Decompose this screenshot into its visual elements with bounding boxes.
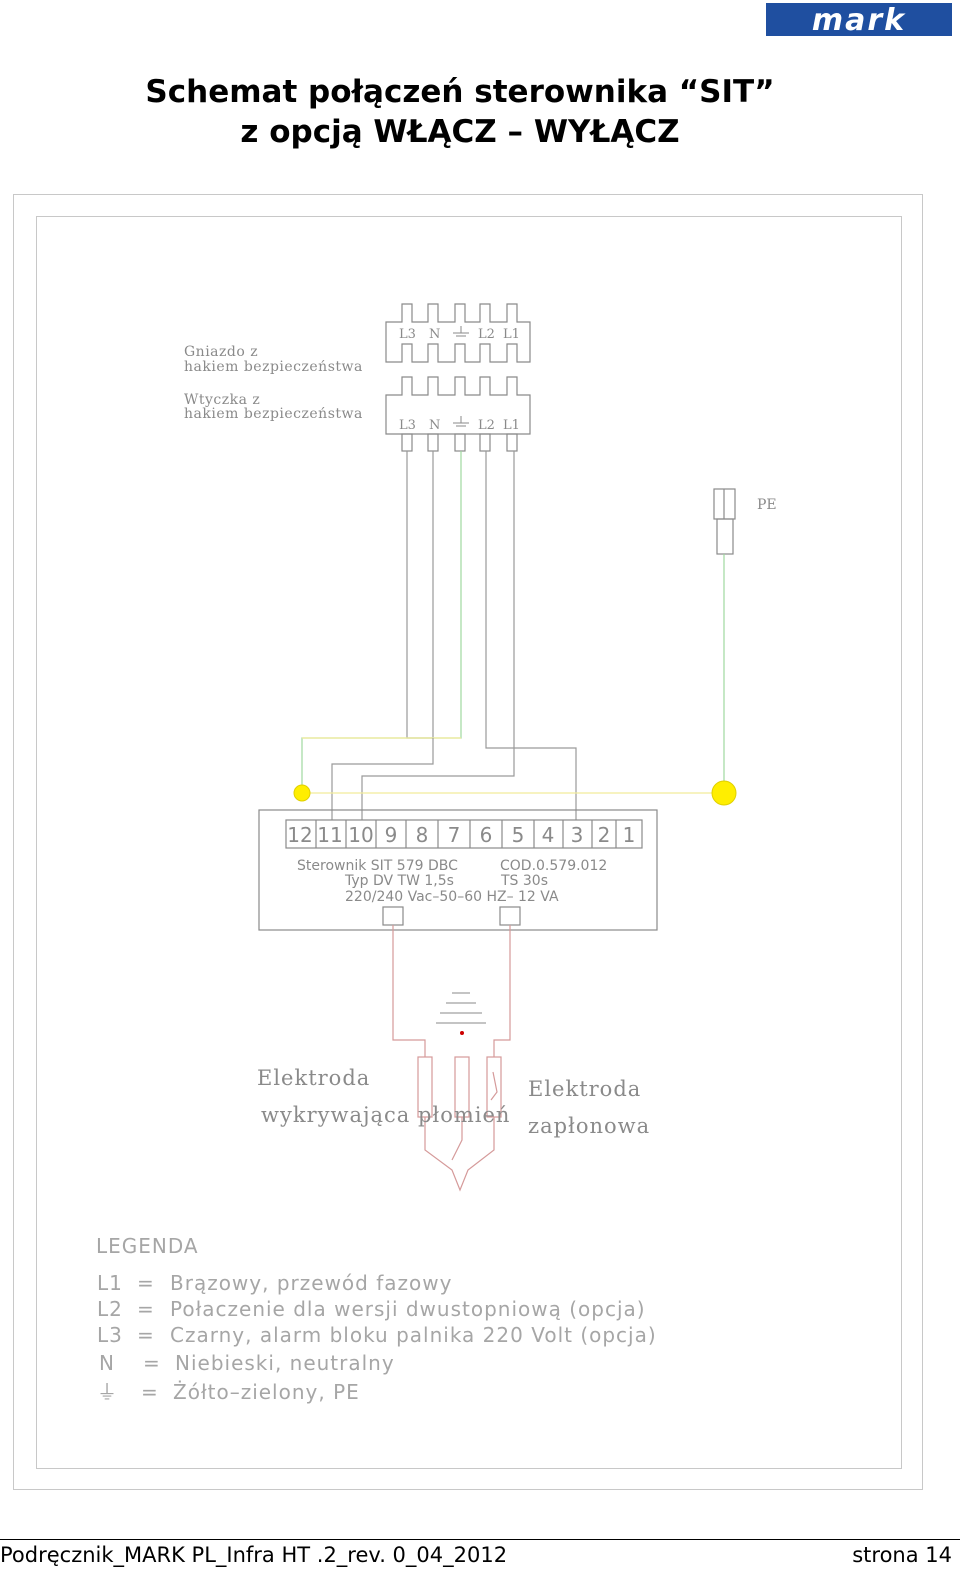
electrode-ignite-line2: zapłonowa xyxy=(528,1114,650,1138)
terminal-7: 7 xyxy=(448,823,461,847)
terminal-5: 5 xyxy=(512,823,525,847)
wire-l2-to-terminal-3 xyxy=(485,451,577,820)
socket-label-line2: hakiem bezpieczeństwa xyxy=(184,359,363,375)
electrode-junction-dot xyxy=(460,1031,464,1035)
page-title: Schemat połączeń sterownika “SIT” z opcj… xyxy=(0,72,920,152)
terminal-1: 1 xyxy=(623,823,636,847)
plug-pin-l2: L2 xyxy=(478,418,495,433)
safety-plug xyxy=(385,376,531,452)
drawing-frame-inner xyxy=(36,216,902,1469)
terminal-10: 10 xyxy=(348,823,373,847)
legend-eq-n: = xyxy=(143,1351,161,1375)
socket-pin-n: N xyxy=(429,327,440,342)
terminal-6: 6 xyxy=(480,823,493,847)
socket-label-line1: Gniazdo z xyxy=(184,344,258,360)
controller-ts: TS 30s xyxy=(500,873,548,889)
legend-desc-l1: Brązowy, przewód fazowy xyxy=(170,1271,452,1295)
wire-ground-plug xyxy=(301,451,462,790)
controller-type: Typ DV TW 1,5s xyxy=(344,873,454,889)
terminal-2: 2 xyxy=(598,823,611,847)
wire-n-to-terminal-11 xyxy=(331,738,434,820)
legend-eq-l3: = xyxy=(137,1323,155,1347)
legend-desc-l2: Połaczenie dla wersji dwustopniową (opcj… xyxy=(170,1297,646,1321)
terminal-4: 4 xyxy=(542,823,555,847)
footer-divider xyxy=(0,1539,960,1540)
socket-ground-icon xyxy=(453,326,469,337)
drawing-frame-outer xyxy=(13,194,923,1490)
controller-model: Sterownik SIT 579 DBC xyxy=(297,858,458,874)
electrode-ignite-line1: Elektroda xyxy=(528,1077,641,1101)
legend-key-l2: L2 xyxy=(97,1297,123,1321)
electrode-detect-line1: Elektroda xyxy=(257,1066,370,1090)
pe-label: PE xyxy=(757,497,777,513)
terminal-12: 12 xyxy=(287,823,312,847)
wire-l1-to-terminal-10 xyxy=(361,451,515,820)
ground-node-right xyxy=(711,780,737,806)
legend-key-n: N xyxy=(99,1351,115,1375)
controller-code: COD.0.579.012 xyxy=(500,858,607,874)
electrode-wires xyxy=(392,925,511,1192)
legend-desc-pe: Żółto–zielony, PE xyxy=(173,1380,360,1404)
title-line-2: z opcją WŁĄCZ – WYŁĄCZ xyxy=(240,114,680,150)
plug-label-line1: Wtyczka z xyxy=(184,392,260,408)
legend-eq-l1: = xyxy=(137,1271,155,1295)
legend: LEGENDA L1 = Brązowy, przewód fazowy L2 … xyxy=(96,1234,657,1404)
terminal-9: 9 xyxy=(385,823,398,847)
plug-label-line2: hakiem bezpieczeństwa xyxy=(184,406,363,422)
legend-eq-pe: = xyxy=(141,1380,159,1404)
plug-pin-n: N xyxy=(429,418,440,433)
legend-desc-n: Niebieski, neutralny xyxy=(175,1351,395,1375)
socket-pin-l3: L3 xyxy=(399,327,416,342)
pe-connector xyxy=(713,488,736,555)
legend-key-pe-icon: ⏚ xyxy=(97,1380,118,1404)
mains-wires xyxy=(301,451,725,820)
socket-pin-l2: L2 xyxy=(478,327,495,342)
footer-page-number: strona 14 xyxy=(852,1543,952,1567)
ground-node-left xyxy=(293,784,311,802)
logo-background xyxy=(766,3,952,36)
electrode-ground-icon xyxy=(436,992,486,1024)
title-line-1: Schemat połączeń sterownika “SIT” xyxy=(145,74,775,110)
legend-desc-l3: Czarny, alarm bloku palnika 220 Volt (op… xyxy=(170,1323,657,1347)
terminal-11: 11 xyxy=(317,823,342,847)
controller-power: 220/240 Vac–50–60 HZ– 12 VA xyxy=(345,889,559,905)
logo-text: mark xyxy=(812,3,906,36)
socket-pin-l1: L1 xyxy=(503,327,520,342)
mark-logo: mark xyxy=(766,3,952,36)
plug-pin-l3: L3 xyxy=(399,418,416,433)
terminal-8: 8 xyxy=(416,823,429,847)
terminal-3: 3 xyxy=(571,823,584,847)
plug-pin-l1: L1 xyxy=(503,418,520,433)
sit-controller xyxy=(258,809,658,931)
legend-key-l1: L1 xyxy=(97,1271,123,1295)
legend-key-l3: L3 xyxy=(97,1323,123,1347)
footer-document-id: Podręcznik_MARK PL_Infra HT .2_rev. 0_04… xyxy=(0,1543,508,1567)
safety-socket xyxy=(385,303,531,363)
plug-ground-icon xyxy=(453,416,469,427)
wire-l3-n-loop xyxy=(406,451,434,739)
legend-eq-l2: = xyxy=(137,1297,155,1321)
electrode-detect-line2: wykrywająca płomień xyxy=(261,1103,510,1127)
legend-title: LEGENDA xyxy=(96,1234,199,1258)
